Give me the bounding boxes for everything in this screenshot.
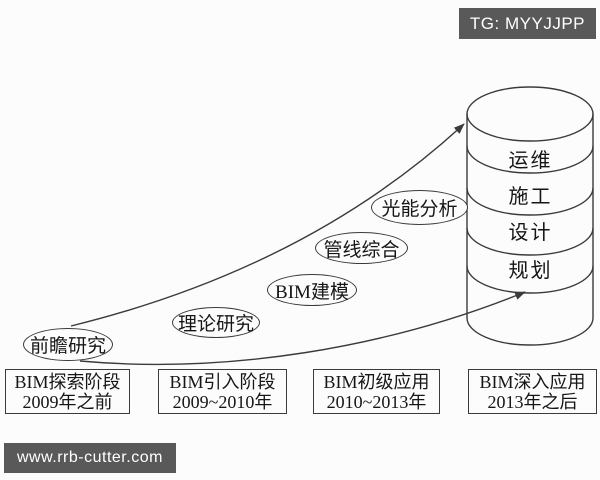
stage-box-advanced-application: BIM深入应用 2013年之后 xyxy=(468,369,597,414)
stage-name: BIM深入应用 xyxy=(479,371,586,392)
bubble-label: 管线综合 xyxy=(323,239,400,261)
cylinder-layer-design: 设计 xyxy=(508,222,553,244)
stage-period: 2009年之前 xyxy=(22,391,113,412)
stage-period: 2010~2013年 xyxy=(326,391,427,412)
cylinder-bottom-arc xyxy=(466,317,594,346)
cylinder-layer-operations: 运维 xyxy=(508,150,553,172)
cylinder-divider-arc-1 xyxy=(466,145,594,174)
stage-box-introduction: BIM引入阶段 2009~2010年 xyxy=(158,369,287,414)
upper-growth-arrow xyxy=(70,123,465,327)
website-watermark: www.rrb-cutter.com xyxy=(4,443,176,473)
stage-name: BIM探索阶段 xyxy=(14,371,121,392)
bubble-label: 光能分析 xyxy=(381,199,458,220)
cylinder-divider-arc-2 xyxy=(466,187,594,216)
bubble-label: BIM建模 xyxy=(275,281,349,303)
bubble-light-energy-analysis: 光能分析 xyxy=(371,190,468,225)
cylinder-divider-arc-3 xyxy=(466,227,594,256)
stage-period: 2009~2010年 xyxy=(172,391,273,412)
stage-box-primary-application: BIM初级应用 2010~2013年 xyxy=(313,369,440,414)
bubble-label: 前瞻研究 xyxy=(29,336,106,357)
stage-name: BIM初级应用 xyxy=(323,371,430,392)
bubble-pipeline-integration: 管线综合 xyxy=(315,232,408,264)
stage-box-exploration: BIM探索阶段 2009年之前 xyxy=(5,369,130,414)
cylinder-top-ellipse xyxy=(466,86,594,142)
bubble-theoretical-research: 理论研究 xyxy=(172,307,260,338)
tg-contact-badge: TG: MYYJJPP xyxy=(458,8,596,39)
cylinder xyxy=(466,86,594,346)
cylinder-layer-construction: 施工 xyxy=(508,186,553,208)
stage-name: BIM引入阶段 xyxy=(169,371,276,392)
cylinder-divider-arc-4 xyxy=(466,265,594,294)
cylinder-layer-planning: 规划 xyxy=(508,260,553,282)
bubble-prospective-research: 前瞻研究 xyxy=(23,328,113,361)
stage-period: 2013年之后 xyxy=(487,391,578,412)
bubble-label: 理论研究 xyxy=(177,314,254,335)
bubble-bim-modeling: BIM建模 xyxy=(267,274,357,306)
